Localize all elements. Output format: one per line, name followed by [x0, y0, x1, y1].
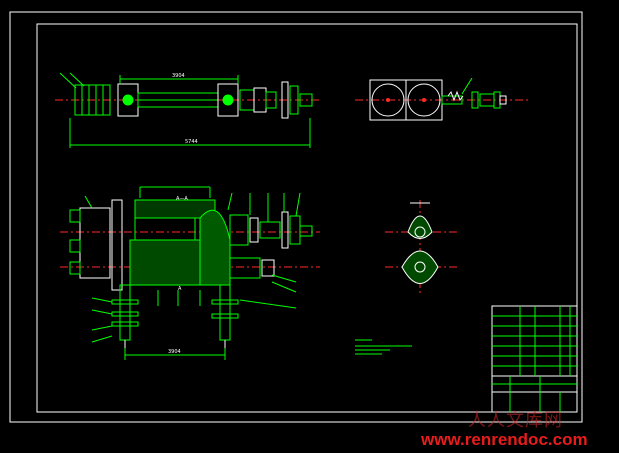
- leader-23: [461, 77, 473, 95]
- section-label-aa: A—A: [176, 196, 188, 202]
- inner-frame: [36, 23, 578, 413]
- bearing-right: [222, 94, 234, 106]
- outer-frame: [9, 11, 583, 423]
- flange-right: [217, 83, 239, 117]
- top-elevation-view: [55, 72, 320, 148]
- bearing-left: [122, 94, 134, 106]
- technical-notes: [355, 339, 412, 355]
- top-side-view: [355, 77, 530, 121]
- dim-top-inner: 3904: [172, 73, 185, 79]
- leader-20: [69, 72, 85, 87]
- main-section-view: [60, 186, 320, 360]
- leader-22: [59, 72, 77, 89]
- dim-bottom-base: 3904: [168, 349, 181, 355]
- cutaway-curve: [199, 209, 231, 286]
- dim-top-overall: 5744: [185, 139, 198, 145]
- spool-block: [74, 84, 111, 116]
- section-label-a: A: [178, 286, 182, 292]
- watermark-cn: 人人文库网: [468, 410, 563, 431]
- watermark-url[interactable]: www.renrendoc.com: [421, 430, 588, 449]
- title-block: [491, 305, 578, 413]
- section-a-view: [385, 200, 460, 295]
